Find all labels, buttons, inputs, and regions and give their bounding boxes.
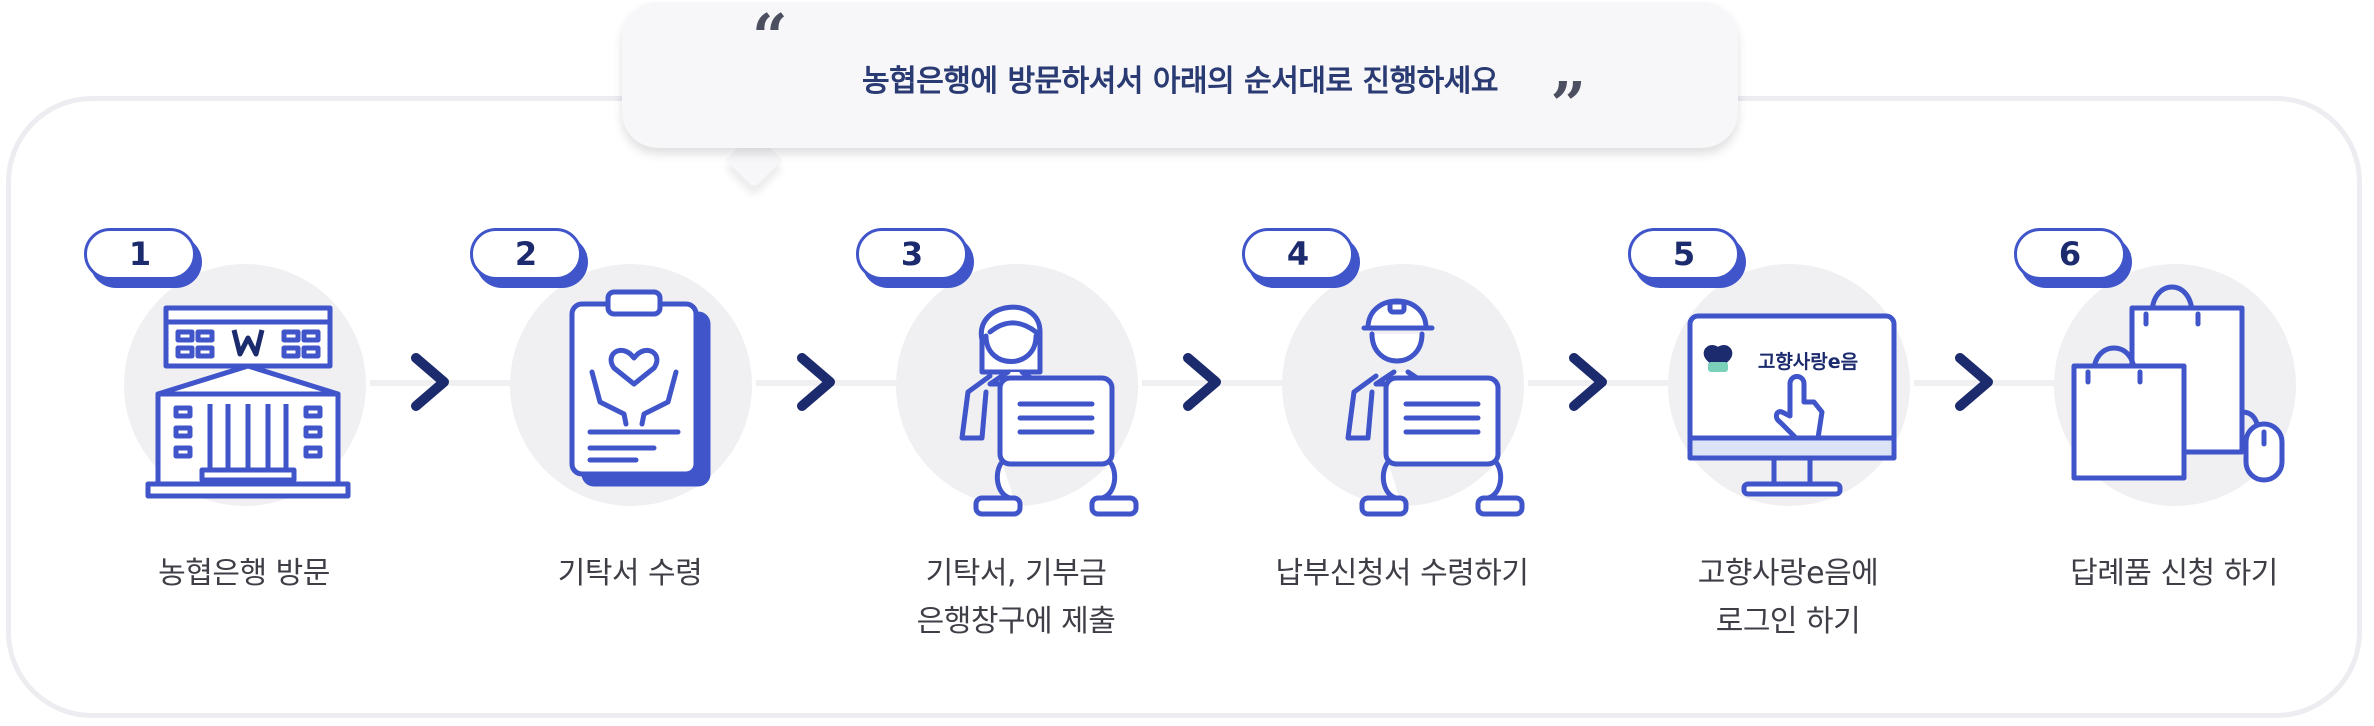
step-number-badge: 3	[856, 228, 974, 288]
step-number: 1	[84, 228, 196, 280]
step-6: 6 답례품 신청 하기	[2014, 228, 2354, 648]
step-2: 2 기탁서 수령	[470, 228, 810, 648]
step-label: 고향사랑e음에 로그인 하기	[1697, 556, 1879, 639]
step-number-badge: 2	[470, 228, 588, 288]
teller-with-document-icon	[959, 304, 1139, 517]
step-label: 기탁서 수령	[557, 556, 703, 591]
chevron-right-icon	[411, 353, 449, 411]
chevron-right-icon	[1955, 353, 1993, 411]
step-5: 고향사랑e음 5 고향사랑e음에 로그인 하기	[1628, 228, 1968, 648]
step-number-badge: 1	[84, 228, 202, 288]
step-number: 4	[1242, 228, 1354, 280]
step-label: 답례품 신청 하기	[2070, 556, 2278, 591]
step-number-badge: 6	[2014, 228, 2132, 288]
monitor-screen-text: 고향사랑e음	[1758, 351, 1858, 373]
chevron-right-icon	[1183, 353, 1221, 411]
chevron-right-icon	[797, 353, 835, 411]
connector-track	[1142, 380, 1312, 386]
intro-bubble: “ 농협은행에 방문하셔서 아래의 순서대로 진행하세요 ”	[622, 2, 1738, 148]
monitor-login-icon: 고향사랑e음	[1687, 313, 1897, 497]
connector-track	[1914, 380, 2084, 386]
connector-track	[370, 380, 540, 386]
connector-track	[756, 380, 926, 386]
step-4: 4 납부신청서 수령하기	[1242, 228, 1582, 648]
step-3: 3 기탁서, 기부금 은행창구에 제출	[856, 228, 1196, 648]
donation-clipboard-icon	[569, 289, 711, 487]
step-label: 기탁서, 기부금 은행창구에 제출	[916, 556, 1116, 639]
close-quote-icon: ”	[1550, 68, 1586, 141]
step-number-badge: 4	[1242, 228, 1360, 288]
open-quote-icon: “	[752, 0, 788, 73]
step-number: 6	[2014, 228, 2126, 280]
step-1: 1 농협은행 방문	[84, 228, 424, 648]
step-label: 농협은행 방문	[158, 556, 330, 591]
connector-track	[1528, 380, 1698, 386]
step-label: 납부신청서 수령하기	[1275, 556, 1529, 591]
step-number: 5	[1628, 228, 1740, 280]
bank-building-icon	[145, 305, 351, 499]
step-number: 2	[470, 228, 582, 280]
shopping-bags-mouse-icon	[2071, 284, 2285, 483]
step-number-badge: 5	[1628, 228, 1746, 288]
intro-message: 농협은행에 방문하셔서 아래의 순서대로 진행하세요	[862, 64, 1498, 99]
chevron-right-icon	[1569, 353, 1607, 411]
step-number: 3	[856, 228, 968, 280]
staff-with-document-icon	[1345, 298, 1525, 517]
